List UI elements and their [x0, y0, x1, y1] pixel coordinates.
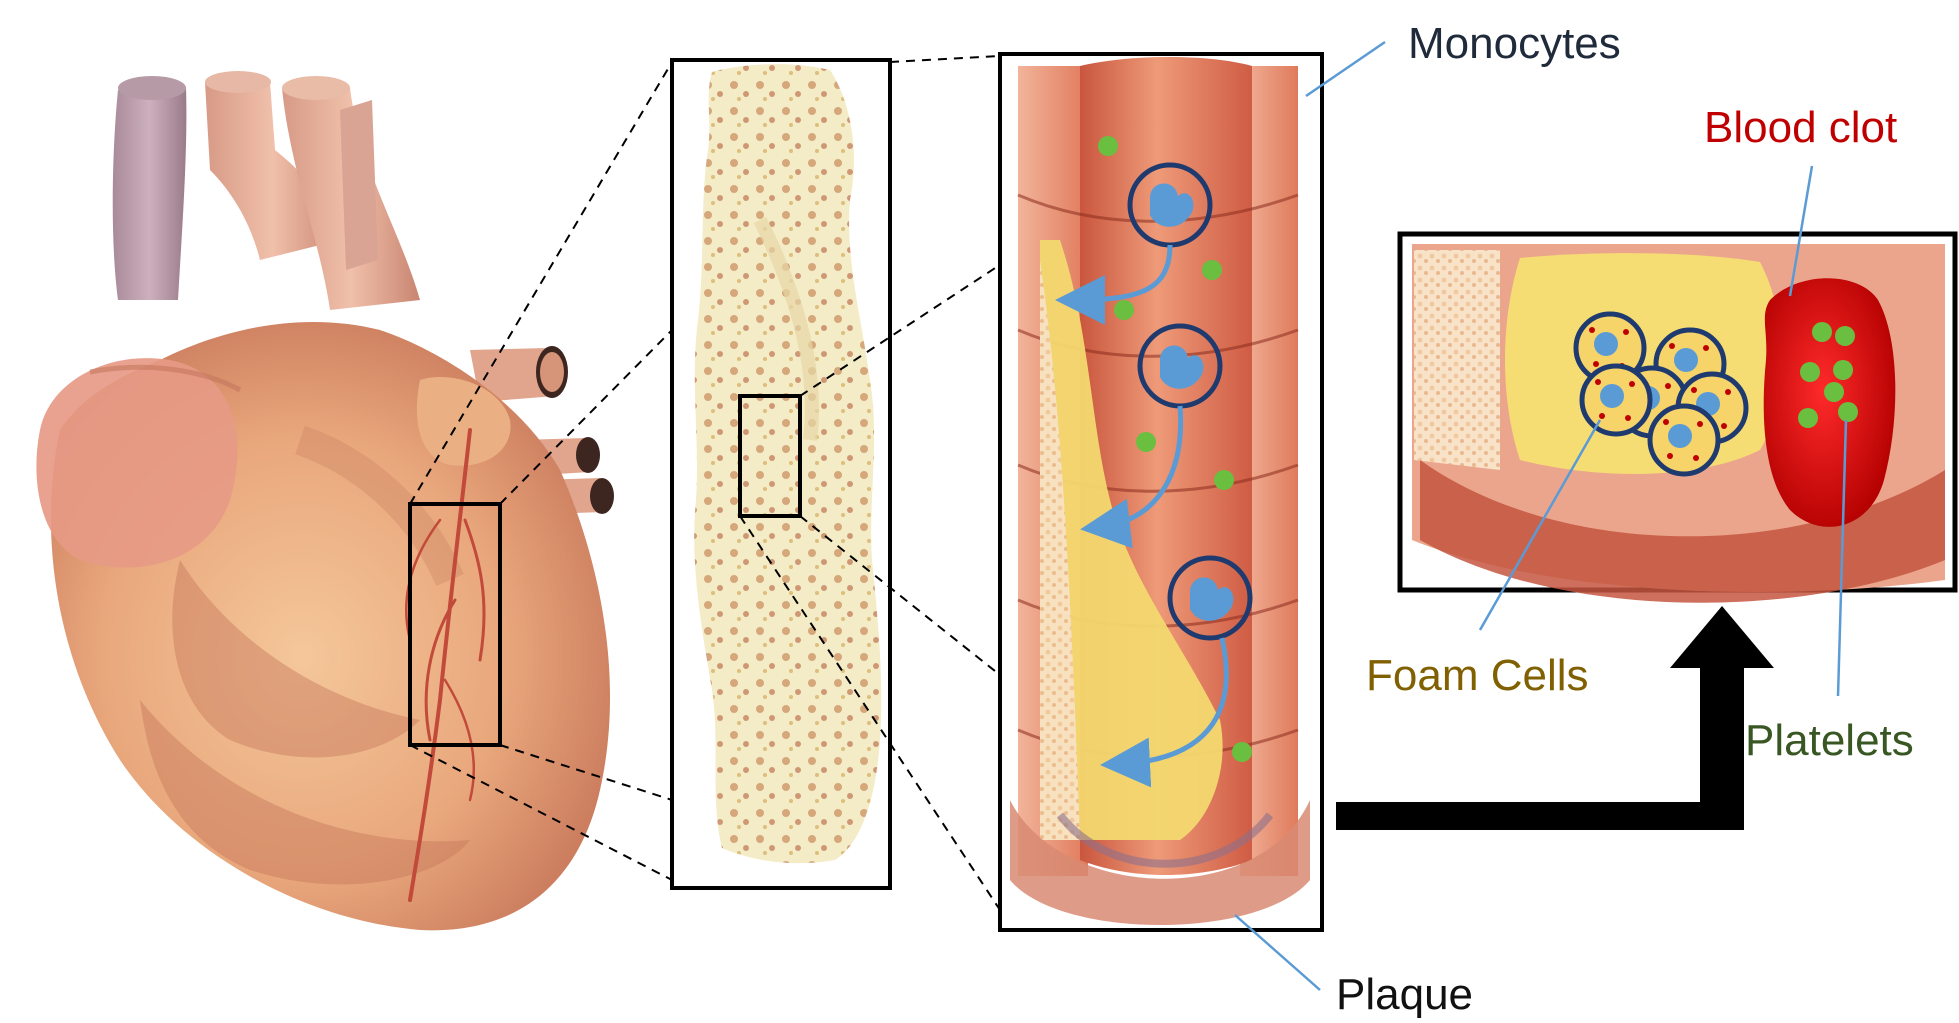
blood-clot-label: Blood clot: [1704, 106, 1897, 150]
superior-vena-cava: [113, 88, 187, 300]
pulmonary-opening: [205, 71, 271, 93]
vena-cava-opening: [118, 76, 186, 100]
clot-mass: [1764, 278, 1896, 527]
foam-cell: [1582, 366, 1650, 434]
clot-plaque-core: [1505, 253, 1783, 474]
monocytes-label: Monocytes: [1408, 22, 1621, 66]
left-atrium-vessels: [340, 100, 378, 270]
right-atrium: [36, 358, 237, 567]
plaque-sample-panel: [672, 60, 890, 888]
plaque-label: Plaque: [1336, 973, 1473, 1017]
blood-clot-panel: [1400, 234, 1955, 603]
foam-cells-label: Foam Cells: [1366, 654, 1589, 698]
aorta-opening: [282, 76, 350, 100]
heart-illustration: [36, 71, 614, 930]
artery-panel: [1000, 54, 1322, 930]
foam-cell: [1650, 406, 1718, 474]
progression-arrow: [1336, 606, 1774, 830]
platelets-label: Platelets: [1745, 719, 1914, 763]
